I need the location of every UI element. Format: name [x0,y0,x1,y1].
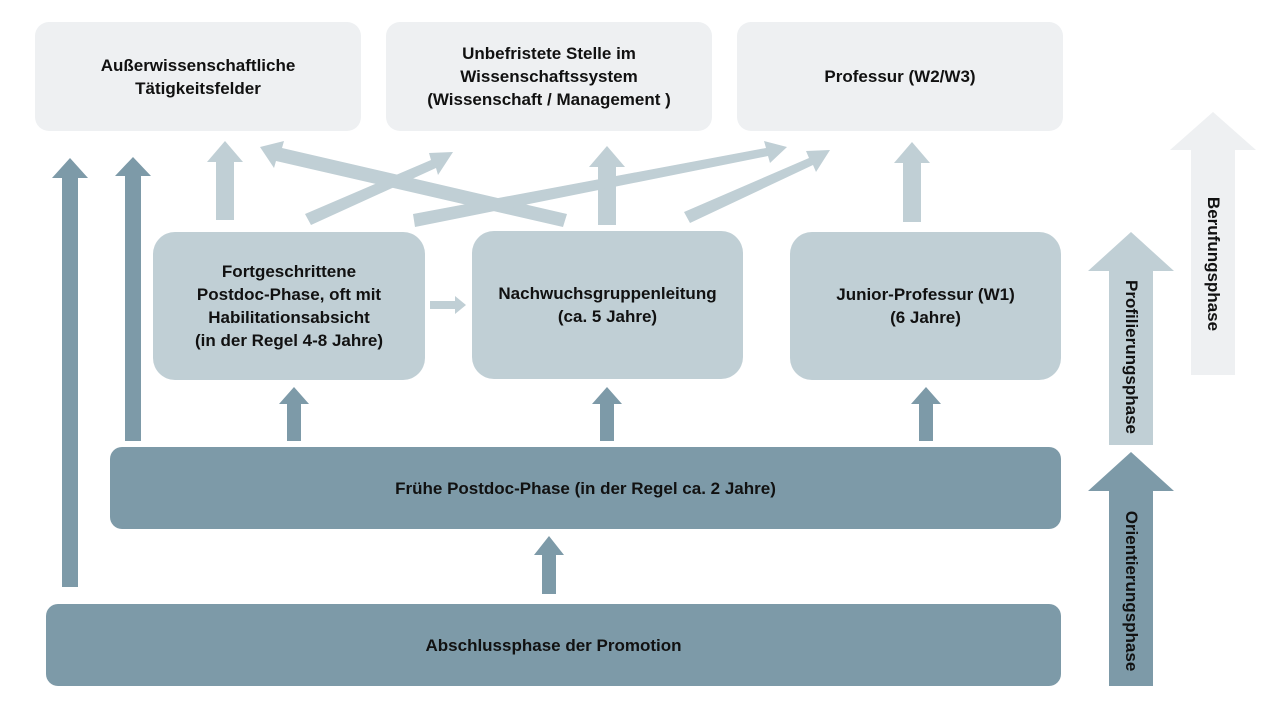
stage-early-postdoc-label: Frühe Postdoc-Phase (in der Regel ca. 2 … [395,478,776,498]
stage-doctorate-completion-label: Abschlussphase der Promotion [425,635,682,655]
goal-external-fields: Außerwissenschaftliche Tätigkeitsfelder [35,22,361,131]
phase-label-orientation: Orientierungsphase [1122,510,1141,672]
goal-professorship: Professur (W2/W3) [737,22,1063,131]
arrow-promotion-to-external [52,158,88,587]
phase-arrow-profiling [1088,232,1174,445]
arrow-advanced-to-junior-group [430,296,466,314]
stage-doctorate-completion: Abschlussphase der Promotion [46,604,1061,686]
arrow-advanced-to-external [207,141,243,220]
stage-junior-professorship-label: Junior-Professur (W1) (6 Jahre) [836,285,1015,327]
arrow-early-to-advanced [279,387,309,441]
goal-permanent-position: Unbefristete Stelle im Wissenschaftssyst… [386,22,712,131]
goal-external-fields-label: Außerwissenschaftliche Tätigkeitsfelder [100,55,296,98]
phase-label-appointment: Berufungsphase [1204,196,1223,332]
stage-early-postdoc: Frühe Postdoc-Phase (in der Regel ca. 2 … [110,447,1061,529]
arrow-advanced-to-professorship [413,141,787,227]
arrow-junior-professor-to-professorship [894,142,930,222]
stage-advanced-postdoc-label: Fortgeschrittene Postdoc-Phase, oft mit … [194,262,383,350]
arrow-early-to-junior-professor [911,387,941,441]
phase-arrow-appointment [1170,112,1256,375]
arrow-junior-group-to-professorship [684,150,830,223]
arrow-early-to-external [115,157,151,441]
stage-junior-research-group: Nachwuchsgruppenleitung (ca. 5 Jahre) [472,231,743,379]
arrow-advanced-to-permanent [305,152,453,225]
arrow-early-to-junior-group [592,387,622,441]
stage-advanced-postdoc: Fortgeschrittene Postdoc-Phase, oft mit … [153,232,425,380]
stage-junior-research-group-label: Nachwuchsgruppenleitung (ca. 5 Jahre) [498,284,717,326]
goal-professorship-label: Professur (W2/W3) [824,67,976,86]
arrow-promotion-to-early [534,536,564,594]
phase-label-profiling: Profilierungsphase [1122,280,1141,434]
phase-arrow-orientation [1088,452,1174,686]
goal-permanent-position-label: Unbefristete Stelle im Wissenschaftssyst… [427,44,671,109]
stage-junior-professorship: Junior-Professur (W1) (6 Jahre) [790,232,1061,380]
